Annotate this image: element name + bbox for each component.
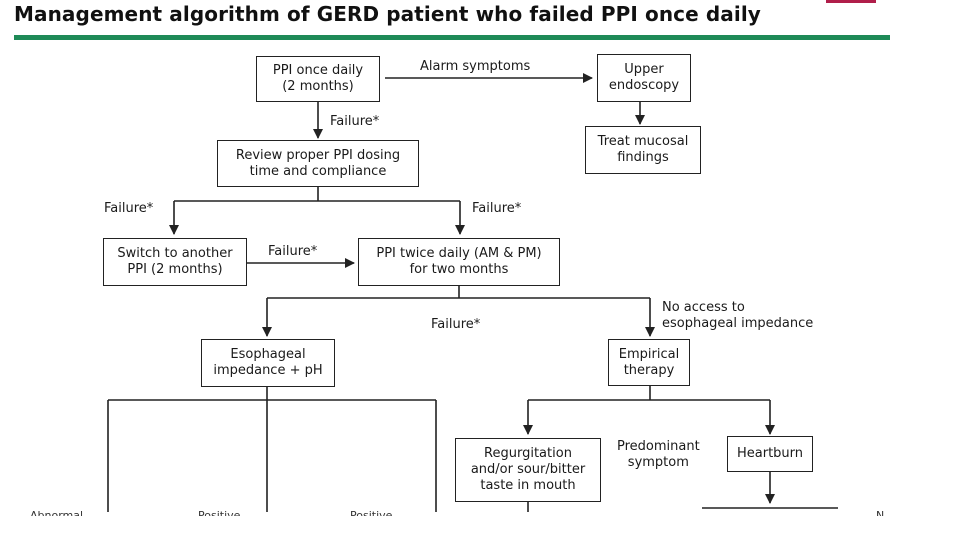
label-alarm-symptoms: Alarm symptoms <box>420 59 531 74</box>
label-failure-low: Failure* <box>431 317 481 332</box>
node-review-dosing: Review proper PPI dosing time and compli… <box>217 140 419 187</box>
node-treat-mucosal: Treat mucosal findings <box>585 126 701 174</box>
label-failure-left: Failure* <box>104 201 154 216</box>
node-heartburn: Heartburn <box>727 436 813 472</box>
title-underline <box>14 35 890 40</box>
accent-bar <box>826 0 876 3</box>
label-predominant-symptom: Predominant symptom <box>617 439 700 470</box>
label-cut-positive-2: Positive <box>350 510 392 516</box>
node-regurgitation: Regurgitation and/or sour/bitter taste i… <box>455 438 601 502</box>
label-failure-right: Failure* <box>472 201 522 216</box>
label-failure-mid: Failure* <box>268 244 318 259</box>
label-no-access: No access to esophageal impedance <box>662 300 814 331</box>
label-cut-n: N <box>876 510 884 516</box>
node-esophageal-impedance: Esophageal impedance + pH <box>201 339 335 387</box>
node-switch-ppi: Switch to another PPI (2 months) <box>103 238 247 286</box>
node-ppi-twice-daily: PPI twice daily (AM & PM) for two months <box>358 238 560 286</box>
page-title: Management algorithm of GERD patient who… <box>14 2 761 26</box>
label-failure-1: Failure* <box>330 114 380 129</box>
label-cut-abnormal: Abnormal <box>30 510 83 516</box>
node-upper-endoscopy: Upper endoscopy <box>597 54 691 102</box>
node-empirical-therapy: Empirical therapy <box>608 339 690 386</box>
node-ppi-once-daily: PPI once daily (2 months) <box>256 56 380 102</box>
label-cut-positive-1: Positive <box>198 510 240 516</box>
